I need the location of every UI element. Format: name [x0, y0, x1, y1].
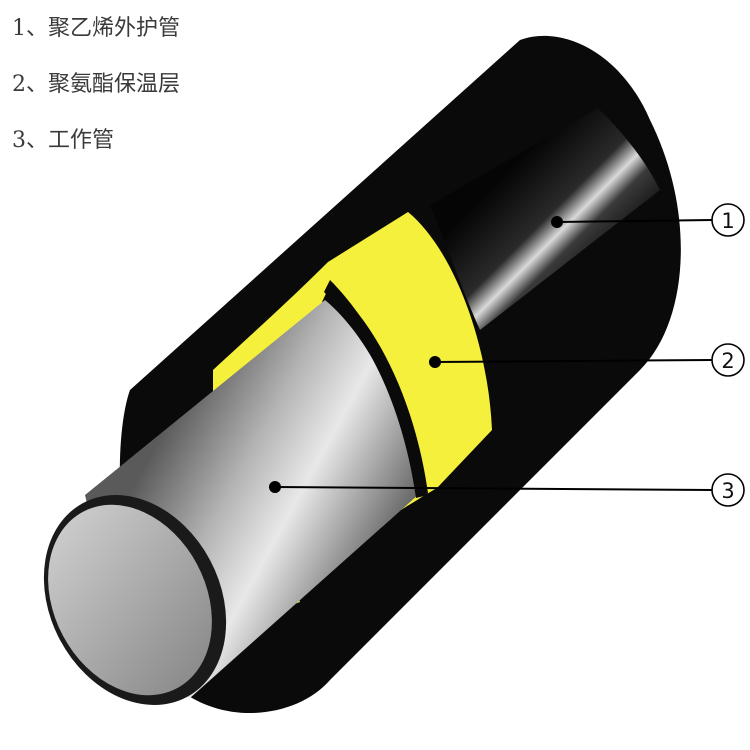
legend: 1、聚乙烯外护管 2、聚氨酯保温层 3、工作管: [12, 18, 180, 186]
legend-num: 3: [12, 128, 26, 153]
callout-dot-2: [429, 356, 441, 368]
callout-badge-2: 2: [711, 343, 745, 377]
legend-text: 工作管: [48, 128, 115, 153]
legend-text: 聚氨酯保温层: [48, 72, 181, 97]
legend-item-2: 2、聚氨酯保温层: [12, 74, 180, 102]
callout-label-2: 2: [721, 349, 734, 373]
callout-dot-3: [269, 481, 281, 493]
outer-jacket-highlight: [430, 108, 660, 330]
callout-label-3: 3: [721, 479, 734, 503]
callout-badge-3: 3: [711, 473, 745, 507]
legend-sep: 、: [26, 72, 49, 97]
legend-text: 聚乙烯外护管: [48, 16, 181, 41]
callout-line-3: [274, 486, 713, 491]
callout-line-1: [556, 219, 713, 223]
legend-item-1: 1、聚乙烯外护管: [12, 18, 180, 46]
callout-badge-1: 1: [711, 203, 745, 237]
legend-num: 1: [12, 16, 26, 41]
legend-item-3: 3、工作管: [12, 130, 180, 158]
legend-sep: 、: [26, 16, 49, 41]
legend-sep: 、: [26, 128, 49, 153]
inner-pipe-end-face: [48, 504, 212, 696]
callout-line-2: [434, 359, 713, 363]
callout-dot-1: [551, 216, 563, 228]
callout-label-1: 1: [721, 209, 734, 233]
inner-pipe-shadow: [324, 280, 428, 498]
legend-num: 2: [12, 72, 26, 97]
